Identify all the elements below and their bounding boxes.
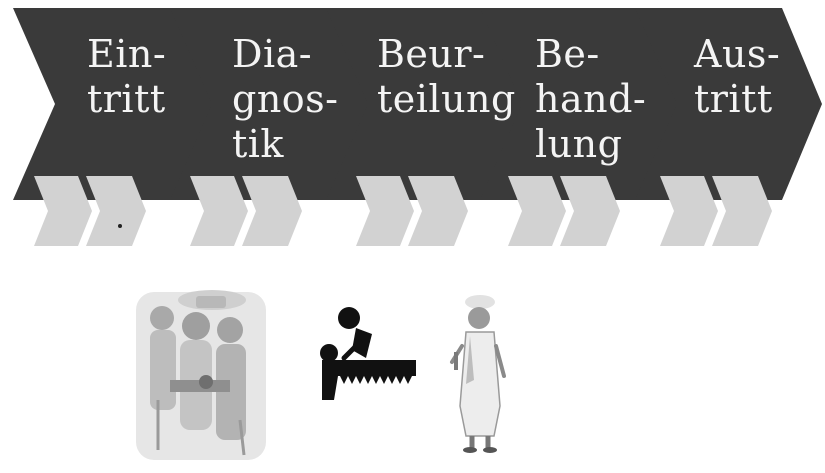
dot-marker <box>118 224 122 228</box>
step-label-austritt: Aus- tritt <box>694 32 780 122</box>
patient-examination-pictogram-icon <box>320 307 416 400</box>
step-label-beurteilung: Beur- teilung <box>377 32 516 122</box>
doctor-with-syringe-clipart-icon <box>452 295 504 453</box>
step-label-eintritt: Ein- tritt <box>87 32 166 122</box>
step-label-behandlung: Be- hand- lung <box>535 32 646 167</box>
step-label-diagnostik: Dia- gnos- tik <box>232 32 339 167</box>
surgery-team-clipart-icon <box>136 290 266 460</box>
